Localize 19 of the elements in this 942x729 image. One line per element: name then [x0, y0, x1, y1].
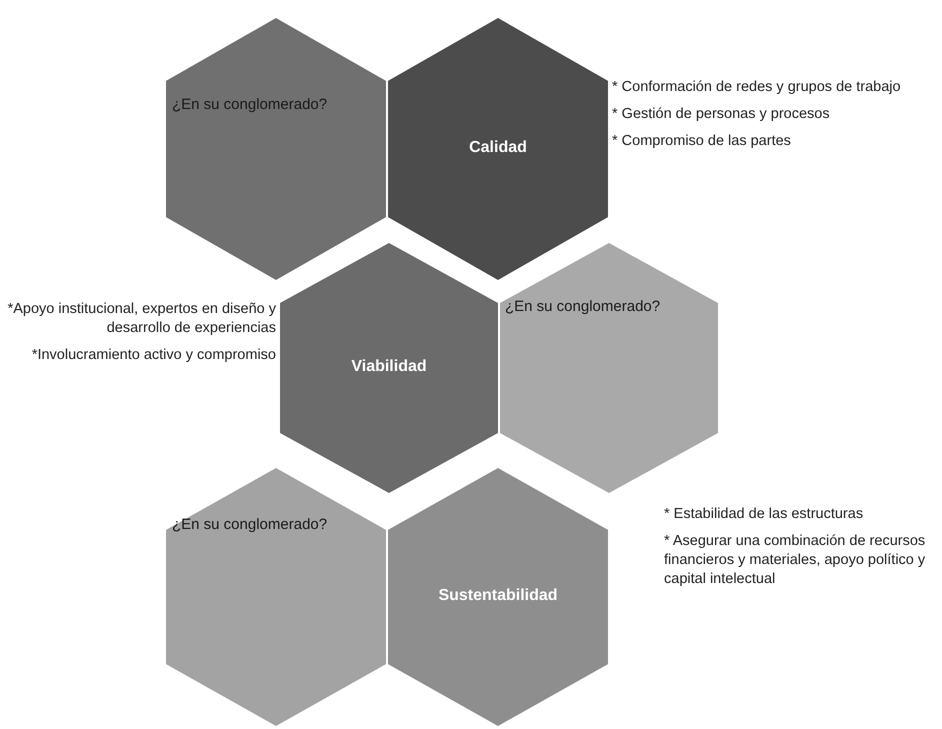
bullet-text: * Estabilidad de las estructuras: [664, 505, 864, 524]
bullet-text: * Compromiso de las partes: [612, 132, 792, 151]
bullet-text: *Involucramiento activo y compromiso: [30, 346, 276, 365]
hexagon: [500, 243, 718, 493]
question-text: ¿En su conglomerado?: [172, 516, 328, 533]
bullet-text: * Conformación de redes y grupos de trabajo: [612, 78, 902, 97]
question-text: ¿En su conglomerado?: [505, 298, 660, 315]
hexagon: [388, 468, 608, 726]
hexagon-title: Viabilidad: [350, 358, 428, 376]
hexagon-title: Sustentabilidad: [437, 587, 559, 605]
bullet-text: *Apoyo institucional, expertos en diseño y desarrollo de experiencias: [6, 300, 276, 338]
bullet-text: * Gestión de personas y procesos: [612, 104, 831, 124]
hexagon: [388, 18, 608, 280]
bullet-text: * Asegurar una combinación de recursos financieros y materiales, apoyo político y capital intelectual: [664, 532, 926, 588]
hexagon: [166, 468, 386, 726]
hexagon: [280, 243, 498, 493]
hexagon: [166, 18, 386, 280]
question-text: ¿En su conglomerado?: [172, 96, 328, 113]
hexagon-title: Calidad: [468, 139, 528, 157]
